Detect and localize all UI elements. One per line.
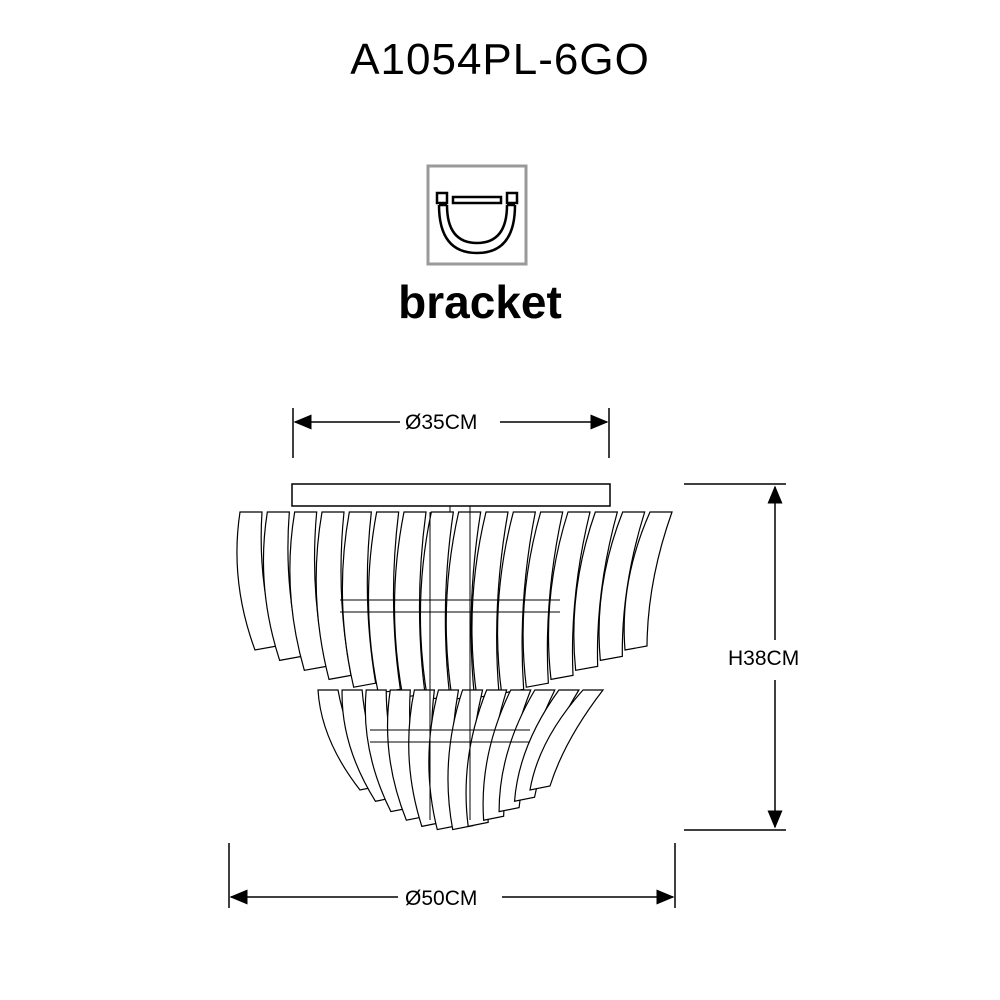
bracket-label: bracket xyxy=(398,276,562,328)
crystal-blade xyxy=(315,511,352,681)
top-diameter-dimension xyxy=(292,408,610,458)
crystal-blade xyxy=(623,511,673,651)
bottom-diameter-dimension xyxy=(228,843,676,908)
crystal-blade xyxy=(529,689,605,791)
crystal-blade xyxy=(573,511,619,672)
height-label: H38CM xyxy=(725,648,803,669)
crystal-blade xyxy=(547,511,591,681)
product-code-title: A1054PL-6GO xyxy=(350,35,650,84)
lower-tier-crystals xyxy=(317,689,605,831)
ceiling-canopy xyxy=(291,483,611,507)
crystal-blade xyxy=(496,511,537,695)
bracket-icon xyxy=(426,164,528,266)
crystal-blade xyxy=(598,511,646,662)
top-diameter-label: Ø35CM xyxy=(402,412,481,433)
crystal-blade xyxy=(367,511,402,694)
bottom-diameter-label: Ø50CM xyxy=(402,888,481,909)
upper-tier-crystals xyxy=(236,511,673,701)
height-dimension xyxy=(684,483,786,831)
inner-frame xyxy=(340,512,560,820)
